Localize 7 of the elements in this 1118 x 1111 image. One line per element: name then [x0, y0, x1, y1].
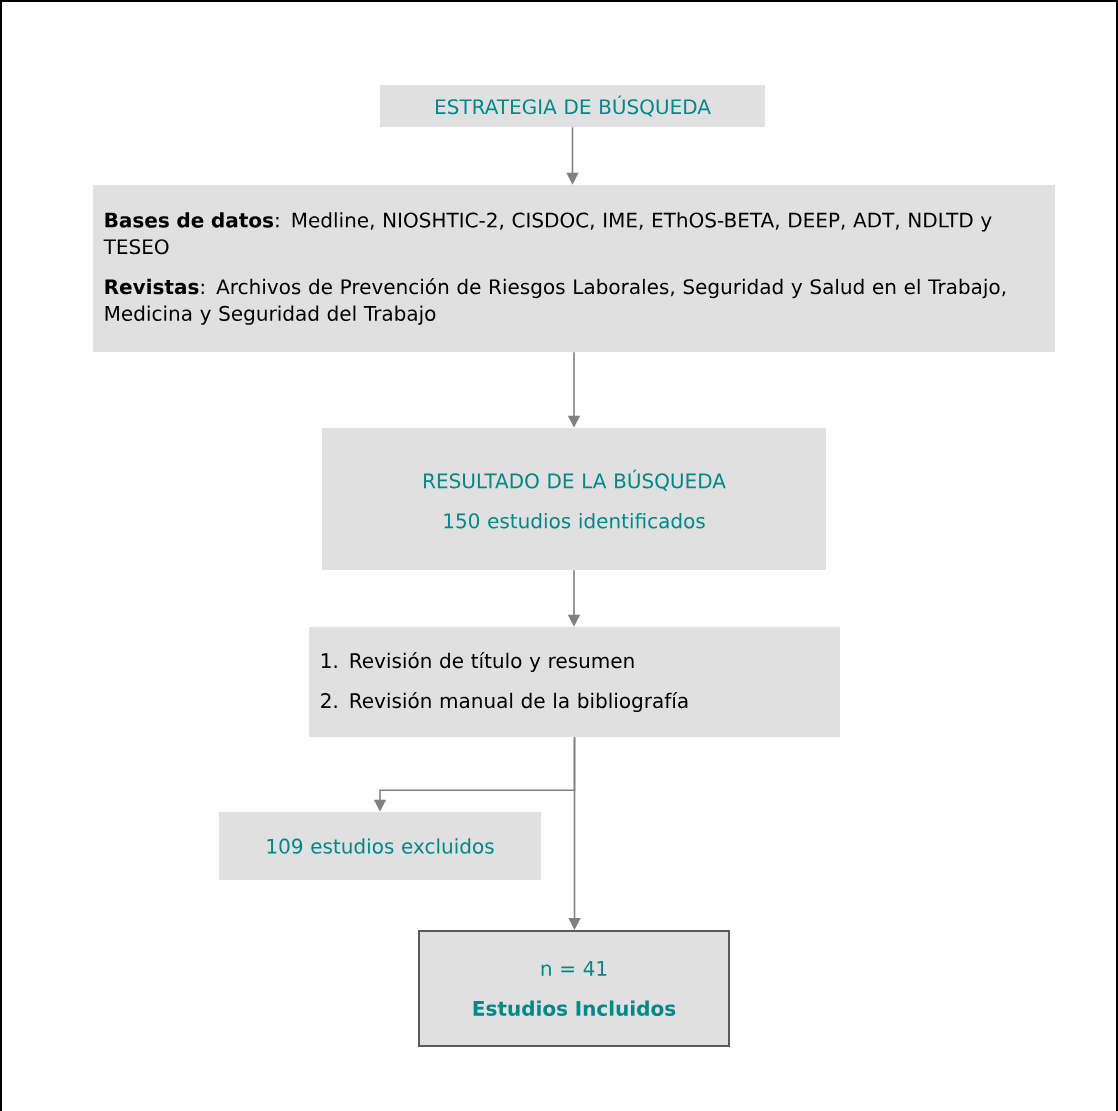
process-box: RESULTADO DE LA BÚSQUEDA 150 estudios identificados — [322, 428, 826, 570]
result-box: n = 41 Estudios Incluidos — [418, 930, 730, 1047]
process-box: 1. Revisión de título y resumen 2. Revisión manual de la bibliografía — [309, 627, 840, 737]
process-box: 109 estudios excluidos — [219, 812, 541, 880]
process-box: Bases de datos: Medline, NIOSHTIC-2, CISDOC, IME, EThOS-BETA, DEEP, ADT, NDLTD y TESEO Revistas: Archivos de Prevención de Riesgos Laborales, Seguridad y Salud en el Trabajo, Medicina y Seguridad del Trabajo — [93, 185, 1055, 352]
arrow — [568, 736, 581, 930]
process-box: ESTRATEGIA DE BÚSQUEDA — [379, 85, 766, 127]
